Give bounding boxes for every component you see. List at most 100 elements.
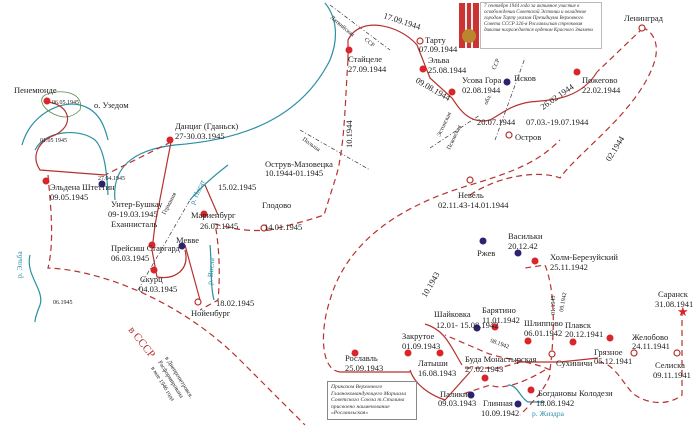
route-line: [520, 357, 599, 363]
map-label: 09.08.1944: [414, 75, 453, 103]
map-label: 15.02.1945: [218, 182, 256, 192]
map-label: Скурц: [140, 274, 163, 284]
route-line: [469, 27, 657, 196]
map-label: Буда Монастырская: [465, 354, 537, 364]
city-marker: [345, 46, 353, 54]
map-label: 09-19.03.1945: [108, 209, 158, 219]
city-marker: [178, 242, 186, 250]
place-labels: Пенемюнде 06.05.1945 о. Узедом 01.05 194…: [14, 13, 693, 418]
route-line: [424, 323, 463, 366]
map-label: Ржев: [477, 248, 495, 258]
map-label: Прейсиш Старгард: [111, 243, 180, 253]
map-label: 04.03.1945: [139, 284, 177, 294]
order-note-text: Приказом Верховного Главнокомандующего М…: [331, 384, 407, 417]
border-line: [494, 57, 526, 141]
river-nogat: [189, 164, 229, 201]
map-label: 22.02.1944: [582, 85, 621, 95]
map-label: 01.05 1945: [40, 138, 67, 144]
map-label: Штеттин: [82, 182, 115, 192]
map-label: р. Ногат: [188, 178, 208, 206]
city-marker: [505, 131, 513, 139]
map-label: 09.1942: [559, 292, 568, 312]
route-line: [519, 374, 551, 416]
map-label: 06.03.1945: [111, 253, 149, 263]
city-markers: [42, 24, 681, 408]
roslavl-order-note: Приказом Верховного Главнокомандующего М…: [327, 381, 417, 420]
city-marker: [479, 237, 487, 245]
route-line: [444, 371, 471, 401]
map-label: Еханнисталь: [111, 219, 157, 229]
city-marker: [548, 350, 556, 358]
map-label: 06.05.1945: [52, 100, 79, 106]
map-label: ССР: [491, 57, 502, 70]
city-marker: [491, 323, 499, 331]
city-marker: [260, 224, 268, 232]
map-label: 06.01.1942: [524, 328, 562, 338]
map-label: 20.12.1941: [565, 329, 603, 339]
map-label: Шайковка: [434, 309, 471, 319]
map-label: 10.1943: [419, 270, 441, 299]
map-label: 16.08.1943: [418, 368, 456, 378]
map-label: Остров: [515, 132, 541, 142]
map-label: Усова Гора: [462, 75, 501, 85]
city-marker: [194, 298, 202, 306]
map-label: 14.01.1945: [264, 222, 302, 232]
order-red-banner-note: 7 сентября 1944 года за активное участие…: [459, 2, 602, 49]
map-label: 09.05.1945: [50, 192, 88, 202]
map-label: Тарту: [425, 35, 446, 45]
map-label: р. Висла: [205, 257, 216, 285]
map-label: 20.07.1944: [477, 117, 516, 127]
map-label: 17.09.1944: [382, 10, 422, 32]
map-label: Глодово: [262, 200, 291, 210]
river-zhizdra: [507, 384, 545, 403]
map-label: Пожегово: [582, 75, 617, 85]
map-label: 26.02.1944: [538, 81, 576, 112]
route-line: [151, 141, 201, 301]
postwar-labels: в СССР в Днепропетровск. Расформирована …: [126, 324, 194, 402]
city-marker: [43, 97, 51, 105]
city-marker: [473, 324, 481, 332]
map-label: ССР: [363, 37, 376, 49]
map-label: Данциг (Гданьск): [175, 121, 238, 131]
map-label: Холм-Березуйский: [550, 252, 618, 262]
map-label: Мариенбург: [191, 210, 236, 220]
map-label: Васильки: [508, 231, 543, 241]
city-marker: [606, 334, 614, 342]
city-marker: [150, 266, 158, 274]
map-label: 27.09.1944: [348, 64, 387, 74]
city-marker: [166, 136, 174, 144]
map-label: в СССР: [126, 324, 158, 360]
route-line: [409, 369, 446, 401]
route-date-labels: 17.09.1944 09.08.1944 26.02.1944 10.1944…: [53, 10, 627, 350]
route-line: [347, 24, 598, 122]
map-label: Острув-Мазовецка: [265, 159, 333, 169]
map-label: р. Жиздра: [532, 409, 565, 418]
map-label: 20.12.42: [508, 241, 538, 251]
map-label: 25.11.1942: [550, 262, 588, 272]
map-label: Мевве: [176, 235, 199, 245]
city-marker: [351, 349, 359, 357]
map-label: 31.08.1941: [655, 299, 693, 309]
map-label: Закрутое: [402, 331, 435, 341]
map-label: 25.08.1944: [428, 65, 467, 75]
map-label: Рославль: [345, 353, 378, 363]
map-label: 07.03.-19.07.1944: [526, 117, 589, 127]
map-label: Эльва: [428, 55, 450, 65]
map-label: 07.09.1944: [419, 44, 458, 54]
map-label: Саранск: [658, 289, 689, 299]
map-label: 24.11.1941: [632, 341, 670, 351]
route-line: [597, 310, 683, 404]
city-marker: [638, 24, 646, 32]
map-label: Желобово: [632, 332, 668, 342]
map-label: р. Эльба: [15, 251, 24, 278]
map-label: 01.09.1943: [402, 341, 440, 351]
map-label: Пенемюнде: [14, 85, 57, 95]
route-line: [596, 27, 644, 73]
map-label: Латыши: [418, 358, 448, 368]
map-label: 09.11.1941: [653, 370, 691, 380]
route-line: [269, 59, 349, 231]
city-marker: [531, 257, 539, 265]
border-line: [137, 199, 191, 291]
map-label: Палики: [440, 389, 468, 399]
